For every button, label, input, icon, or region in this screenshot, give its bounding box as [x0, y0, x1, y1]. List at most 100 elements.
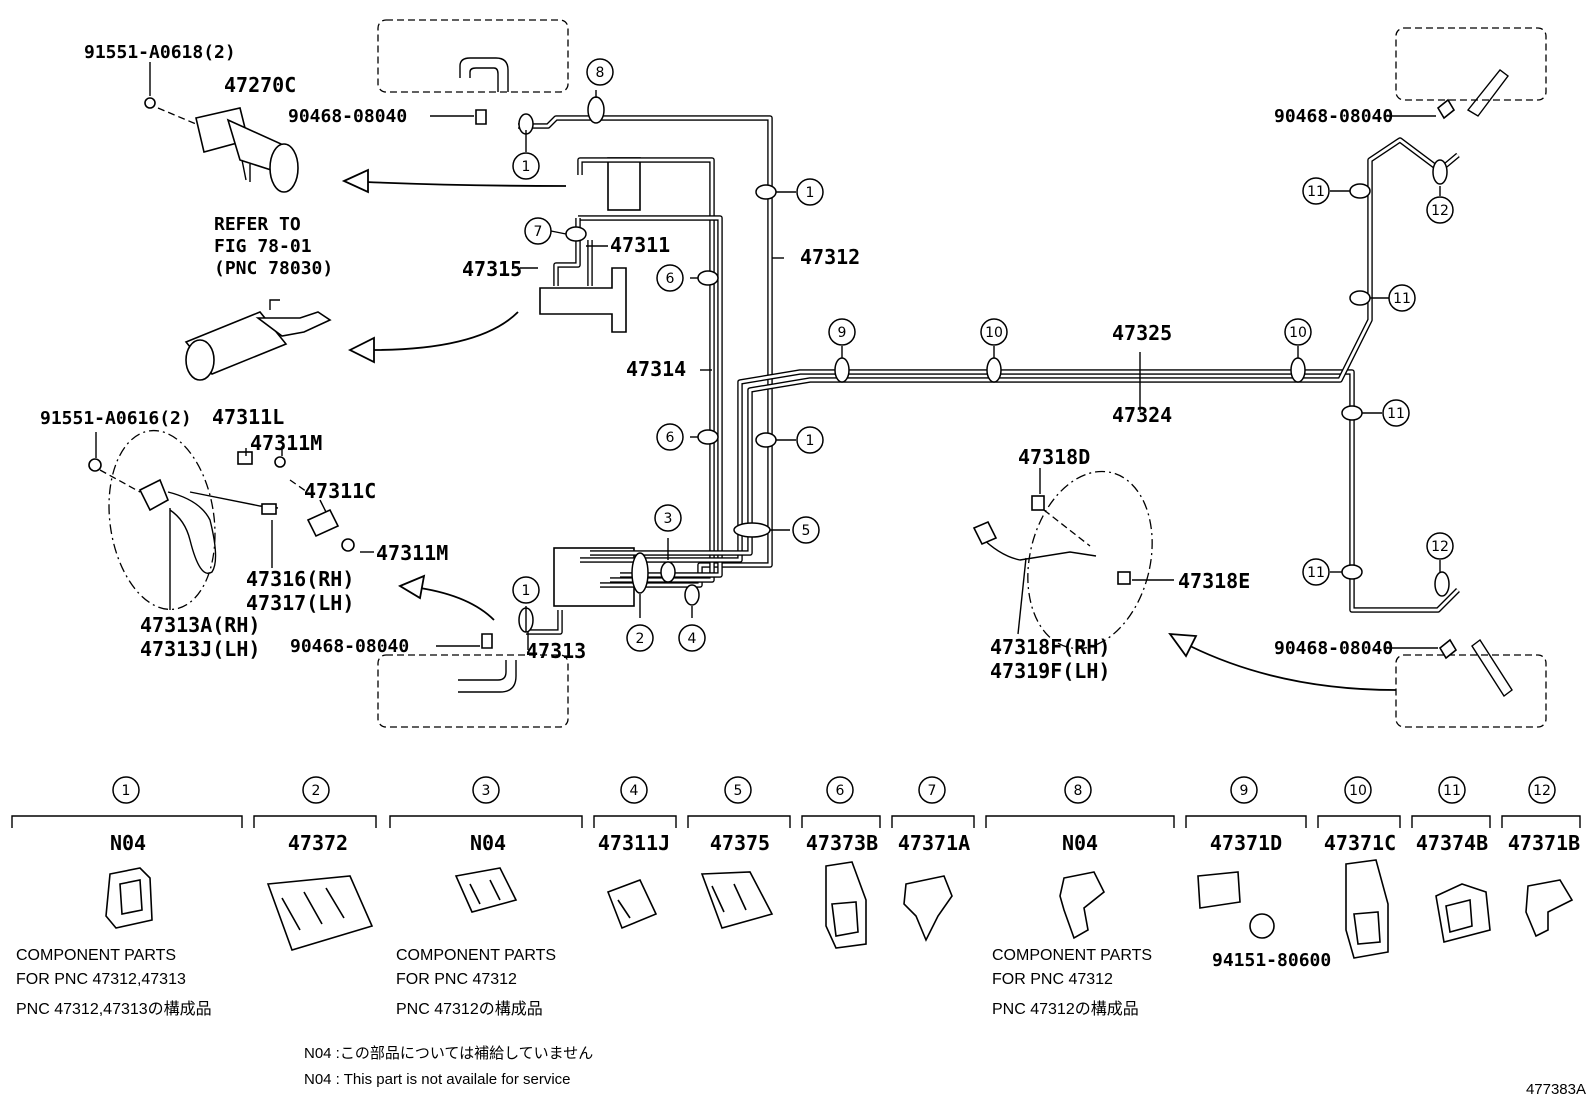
clutch-master-cylinder	[184, 299, 332, 381]
leader-lines	[95, 62, 1441, 650]
legend-part-12: 47371B	[1508, 831, 1580, 855]
label-47325: 47325	[1112, 321, 1172, 345]
legend-nut-9: 94151-80600	[1212, 950, 1331, 971]
svg-text:2: 2	[636, 631, 645, 647]
reference-arrows	[341, 168, 1397, 691]
legend-circle-12	[1528, 776, 1556, 804]
legend-circle-11	[1438, 776, 1466, 804]
label-refer-3: (PNC 78030)	[214, 258, 333, 279]
svg-text:1: 1	[806, 433, 815, 449]
reservoir-block	[607, 157, 641, 211]
label-refer-1: REFER TO	[214, 214, 301, 235]
svg-text:8: 8	[596, 65, 605, 81]
svg-text:1: 1	[522, 159, 531, 175]
note-3-line2: FOR PNC 47312	[396, 971, 517, 988]
legend-circle-4	[620, 776, 648, 804]
note-3-line1: COMPONENT PARTS	[396, 947, 556, 964]
svg-text:5: 5	[802, 523, 811, 539]
legend-part-11: 47374B	[1416, 831, 1488, 855]
svg-text:11: 11	[1307, 565, 1325, 581]
svg-text:9: 9	[838, 325, 847, 341]
legend-circle-7	[918, 776, 946, 804]
legend-part-5: 47375	[710, 831, 770, 855]
flex-hose-assembly-left	[88, 429, 355, 611]
svg-text:11: 11	[1443, 783, 1461, 799]
legend-circle-2	[302, 776, 330, 804]
svg-text:7: 7	[928, 783, 937, 799]
mounting-bracket-47315	[539, 267, 627, 333]
label-47312: 47312	[800, 245, 860, 269]
label-47311m-b: 47311M	[376, 541, 448, 565]
legend-part-4: 47311J	[598, 831, 670, 855]
footnote-jp: N04 :この部品については補給していません	[304, 1045, 593, 1062]
svg-text:12: 12	[1533, 783, 1551, 799]
svg-text:4: 4	[688, 631, 697, 647]
diagram-id: 477383A	[1526, 1081, 1586, 1098]
svg-text:4: 4	[630, 783, 639, 799]
label-47311m-a: 47311M	[250, 431, 322, 455]
detail-box-bottom	[377, 654, 569, 728]
svg-text:8: 8	[1074, 783, 1083, 799]
label-47318d: 47318D	[1018, 445, 1090, 469]
note-1-line2: FOR PNC 47312,47313	[16, 971, 186, 988]
label-47270c: 47270C	[224, 73, 296, 97]
label-47313: 47313	[526, 639, 586, 663]
svg-text:1: 1	[806, 185, 815, 201]
component-notes: COMPONENT PARTS FOR PNC 47312,47313 PNC …	[16, 947, 1152, 1018]
hose-end-top	[459, 57, 509, 92]
svg-text:3: 3	[664, 511, 673, 527]
footnotes: N04 :この部品については補給していません N04 : This part i…	[304, 1045, 593, 1088]
note-8-line1: COMPONENT PARTS	[992, 947, 1152, 964]
legend-clip-icons	[105, 859, 1574, 959]
label-47318f: 47318F(RH)	[990, 635, 1110, 659]
svg-text:5: 5	[734, 783, 743, 799]
legend-part-8: N04	[1062, 831, 1098, 855]
legend-circle-1	[112, 776, 140, 804]
detail-box-top	[377, 19, 569, 93]
legend-circle-5	[724, 776, 752, 804]
legend-circle-9	[1230, 776, 1258, 804]
label-union-bottom: 90468-08040	[290, 636, 409, 657]
label-union-top: 90468-08040	[288, 106, 407, 127]
hose-end-bottom	[458, 660, 517, 693]
label-47317: 47317(LH)	[246, 591, 354, 615]
note-1-line1: COMPONENT PARTS	[16, 947, 176, 964]
svg-text:10: 10	[1289, 325, 1307, 341]
label-47313a: 47313A(RH)	[140, 613, 260, 637]
svg-text:3: 3	[482, 783, 491, 799]
svg-text:12: 12	[1431, 539, 1449, 555]
label-47314: 47314	[626, 357, 686, 381]
svg-text:6: 6	[836, 783, 845, 799]
note-3-line3: PNC 47312の構成品	[396, 1000, 543, 1018]
svg-text:2: 2	[312, 783, 321, 799]
svg-text:7: 7	[534, 224, 543, 240]
legend-row: 1 2 3 4 5 6 7 8 9 10 11 12 N04 47372 N04…	[11, 776, 1581, 971]
label-47315: 47315	[462, 257, 522, 281]
label-47319f: 47319F(LH)	[990, 659, 1110, 683]
label-47313j: 47313J(LH)	[140, 637, 260, 661]
legend-part-6: 47373B	[806, 831, 878, 855]
svg-text:11: 11	[1393, 291, 1411, 307]
part-labels: 91551-A0618(2) 47270C 90468-08040 REFER …	[40, 42, 1393, 683]
svg-text:10: 10	[985, 325, 1003, 341]
svg-text:6: 6	[666, 430, 675, 446]
callout-circles: 8 1 1 7 6 6 1 5 3 2 4 1 9 10 10 11 11 11…	[512, 58, 1454, 652]
svg-text:6: 6	[666, 271, 675, 287]
hose-end-right-bottom	[1471, 638, 1513, 698]
detail-box-right-bottom	[1395, 654, 1547, 728]
svg-text:1: 1	[122, 783, 131, 799]
legend-part-7: 47371A	[898, 831, 970, 855]
label-refer-2: FIG 78-01	[214, 236, 312, 257]
label-47316: 47316(RH)	[246, 567, 354, 591]
svg-text:11: 11	[1387, 406, 1405, 422]
legend-part-9: 47371D	[1210, 831, 1282, 855]
svg-text:10: 10	[1349, 783, 1367, 799]
detail-box-right-top	[1395, 27, 1547, 101]
note-1-line3: PNC 47312,47313の構成品	[16, 1000, 212, 1018]
note-8-line2: FOR PNC 47312	[992, 971, 1113, 988]
legend-part-2: 47372	[288, 831, 348, 855]
legend-circle-6	[826, 776, 854, 804]
master-cylinder-47270c	[144, 97, 299, 193]
label-union-right-top: 90468-08040	[1274, 106, 1393, 127]
